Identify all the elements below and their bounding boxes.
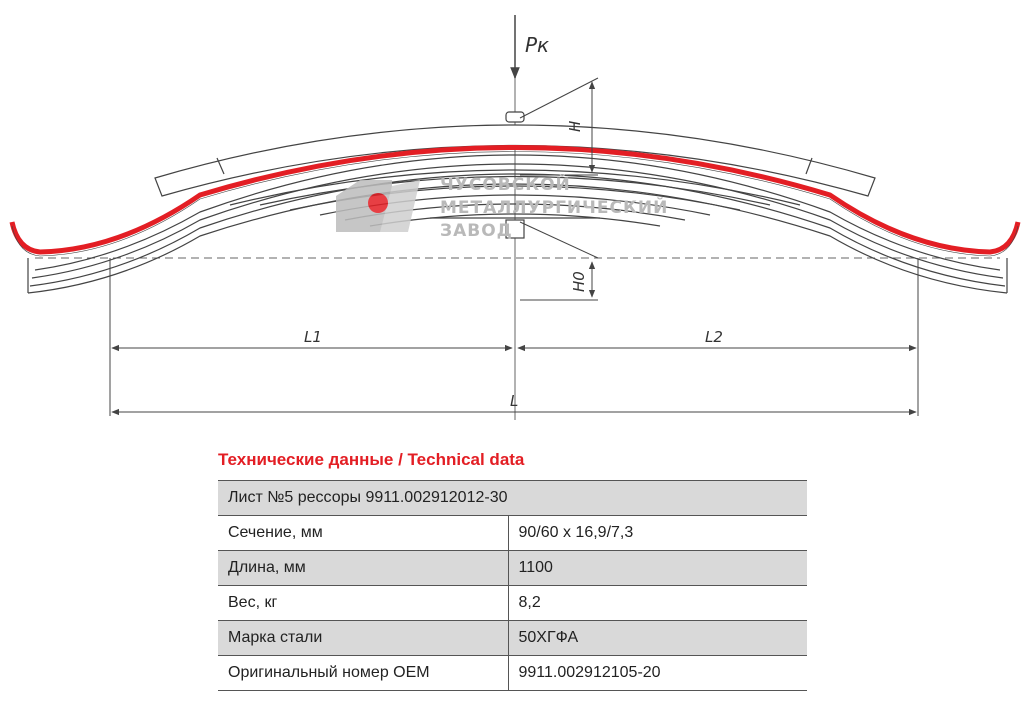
watermark-line2: МЕТАЛЛУРГИЧЕСКИЙ [440, 196, 668, 218]
force-label: Pк [525, 33, 549, 57]
table-title: Технические данные / Technical data [218, 450, 525, 469]
length-dimensions [109, 258, 919, 416]
row-value: 9911.002912105-20 [508, 655, 807, 691]
watermark-line1: ЧУСОВСКОЙ [440, 173, 571, 195]
watermark-logo [336, 180, 420, 232]
logo-dot [368, 193, 388, 213]
row-label: Вес, кг [218, 585, 509, 621]
dim-l1-label: L1 [304, 328, 322, 346]
dim-h0-label: H0 [570, 271, 588, 292]
row-value: 50ХГФА [508, 620, 807, 656]
table-row: Сечение, мм 90/60 x 16,9/7,3 [218, 515, 807, 551]
row-value: 90/60 x 16,9/7,3 [508, 515, 807, 551]
overload-leaf [154, 124, 876, 197]
spec-table: Лист №5 рессоры 9911.002912012-30 Сечени… [218, 480, 807, 691]
table-row: Вес, кг 8,2 [218, 585, 807, 621]
table-header: Лист №5 рессоры 9911.002912012-30 [218, 480, 807, 516]
row-value: 1100 [508, 550, 807, 586]
table-row: Марка стали 50ХГФА [218, 620, 807, 656]
watermark-line3: ЗАВОД [440, 221, 513, 241]
table-row: Длина, мм 1100 [218, 550, 807, 586]
row-label: Оригинальный номер OEM [218, 655, 509, 691]
table-header-row: Лист №5 рессоры 9911.002912012-30 [218, 480, 807, 516]
dim-l2-label: L2 [705, 328, 723, 346]
dim-h-label: H [566, 121, 584, 132]
highlighted-leaf [9, 145, 1021, 255]
dim-h0 [519, 221, 599, 301]
row-label: Марка стали [218, 620, 509, 656]
row-label: Длина, мм [218, 550, 509, 586]
dim-l-label: L [510, 392, 518, 410]
dim-h [519, 77, 599, 176]
center-bolt [430, 111, 600, 239]
row-label: Сечение, мм [218, 515, 509, 551]
leaf-spring-drawing: Pк H H0 L1 L2 L ЧУСОВСКОЙ МЕТАЛЛУРГИЧЕСК… [9, 15, 1021, 420]
row-value: 8,2 [508, 585, 807, 621]
table-row: Оригинальный номер OEM 9911.002912105-20 [218, 655, 807, 691]
